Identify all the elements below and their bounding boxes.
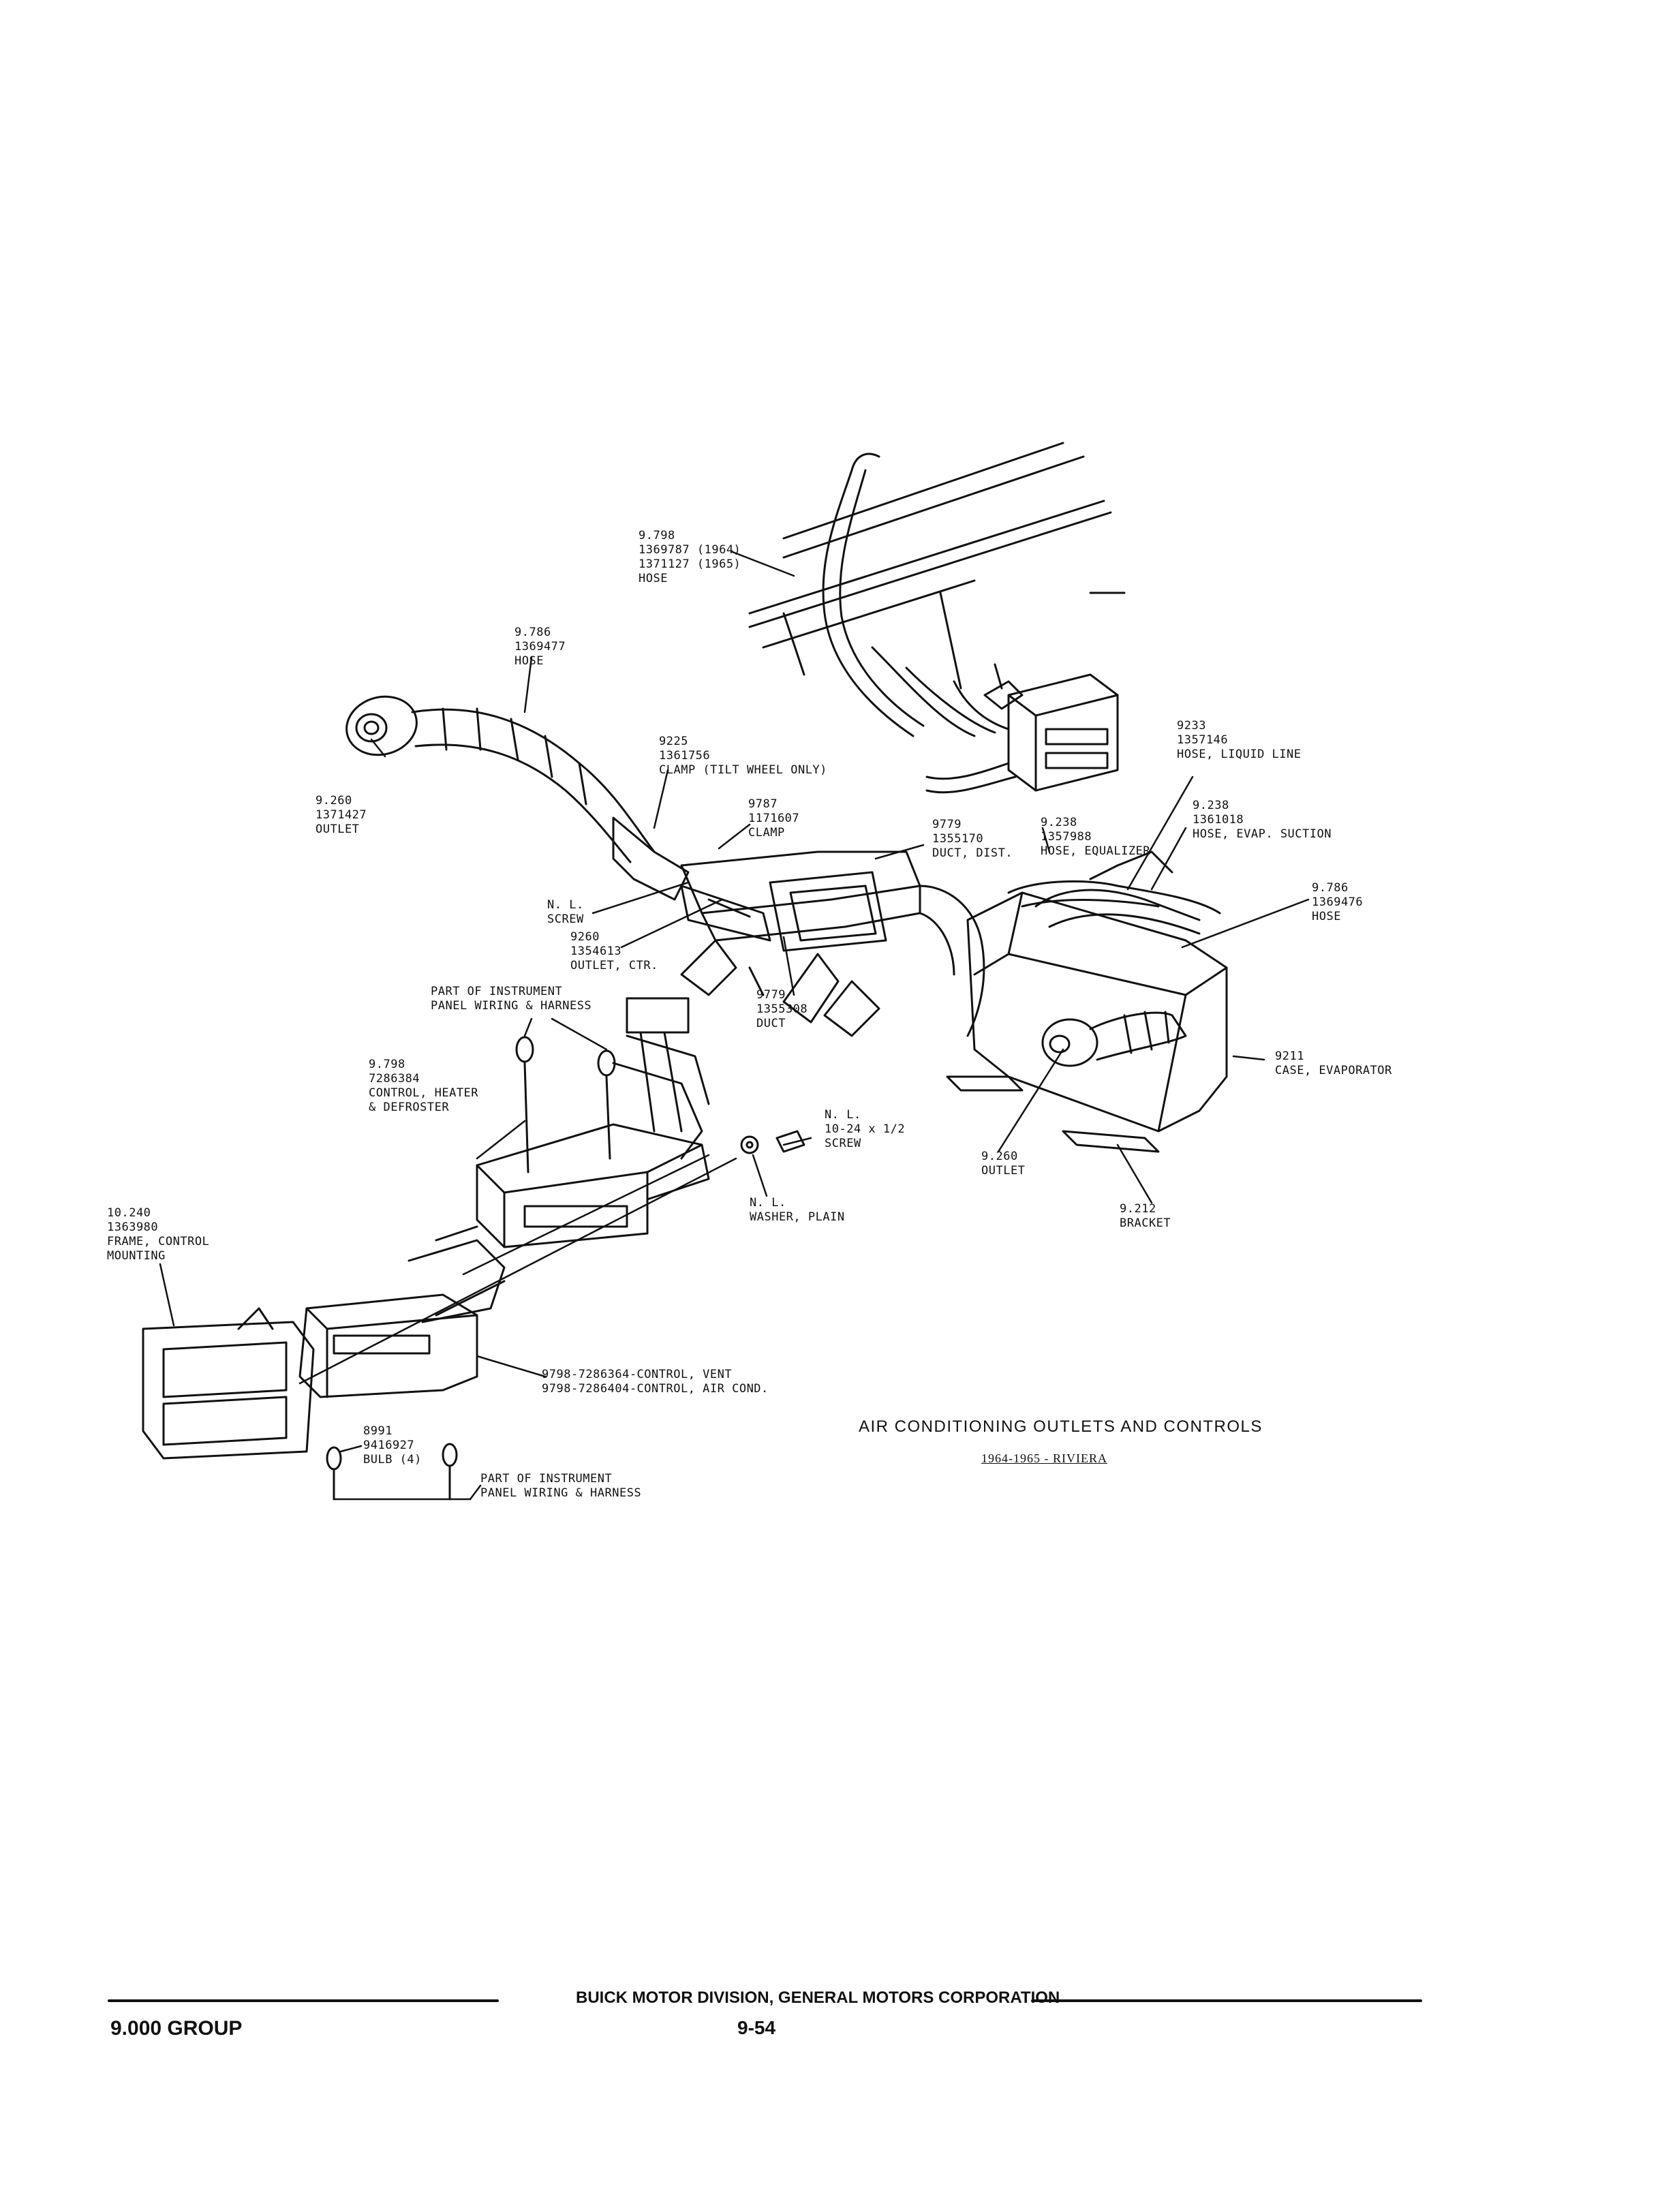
distribution-duct [680,850,985,1037]
dash-panel-structure [748,442,1126,690]
footer-group: 9.000 GROUP [110,2017,243,2040]
label-screw-nl: N. L. SCREW [547,898,584,926]
label-clamp-9225: 9225 1361756 CLAMP (TILT WHEEL ONLY) [659,735,827,777]
hose-bundle-top [822,452,1017,794]
label-clamp-9787: 9787 1171607 CLAMP [748,797,800,840]
label-hose-9786-left: 9.786 1369477 HOSE [514,626,566,668]
label-duct-9779-dist: 9779 1355170 DUCT, DIST. [932,818,1013,860]
label-control-vent-air-cond: 9798-7286364-CONTROL, VENT 9798-7286404-… [542,1368,769,1396]
label-case-evaporator: 9211 CASE, EVAPORATOR [1275,1049,1392,1077]
label-hose-9786-right: 9.786 1369476 HOSE [1312,881,1364,923]
label-duct-9779: 9779 1355308 DUCT [756,988,808,1030]
footer-corporation: BUICK MOTOR DIVISION, GENERAL MOTORS COR… [576,1988,1060,2007]
evaporator-case-drawing [946,850,1228,1153]
control-head-unit [983,663,1119,792]
control-heater-assembly [476,997,805,1248]
label-outlet-ctr: 9260 1354613 OUTLET, CTR. [570,930,658,972]
leader-lines [159,551,1310,1501]
label-hose-9238-suction: 9.238 1361018 HOSE, EVAP. SUCTION [1193,799,1332,841]
label-frame-control-mounting: 10.240 1363980 FRAME, CONTROL MOUNTING [107,1206,210,1263]
figure-subtitle: 1964-1965 - RIVIERA [981,1451,1107,1465]
footer-page-number: 9-54 [737,2017,776,2038]
label-screw-10-24: N. L. 10-24 x 1/2 SCREW [825,1108,906,1150]
label-outlet-9260-right: 9.260 OUTLET [981,1150,1026,1178]
label-wiring-harness-bottom: PART OF INSTRUMENT PANEL WIRING & HARNES… [480,1472,642,1500]
label-hose-9238-equalizer: 9.238 1357988 HOSE, EQUALIZER [1041,816,1151,858]
left-hose-and-outlet [345,695,690,901]
label-control-heater-defroster: 9.798 7286384 CONTROL, HEATER & DEFROSTE… [369,1058,479,1114]
evaporator-hoses [1007,864,1221,915]
label-wiring-harness-top: PART OF INSTRUMENT PANEL WIRING & HARNES… [431,985,592,1013]
figure-title: AIR CONDITIONING OUTLETS AND CONTROLS [859,1417,1263,1436]
label-hose-9233-liquid-line: 9233 1357146 HOSE, LIQUID LINE [1177,719,1302,761]
label-outlet-9260-left: 9.260 1371427 OUTLET [316,794,367,836]
label-hose-9798: 9.798 1369787 (1964) 1371127 (1965) HOSE [639,529,741,585]
label-bracket: 9.212 BRACKET [1120,1202,1171,1230]
vent-control-and-frame [142,1225,506,1501]
label-bulb: 8991 9416927 BULB (4) [363,1424,422,1466]
label-washer-plain: N. L. WASHER, PLAIN [750,1196,845,1224]
